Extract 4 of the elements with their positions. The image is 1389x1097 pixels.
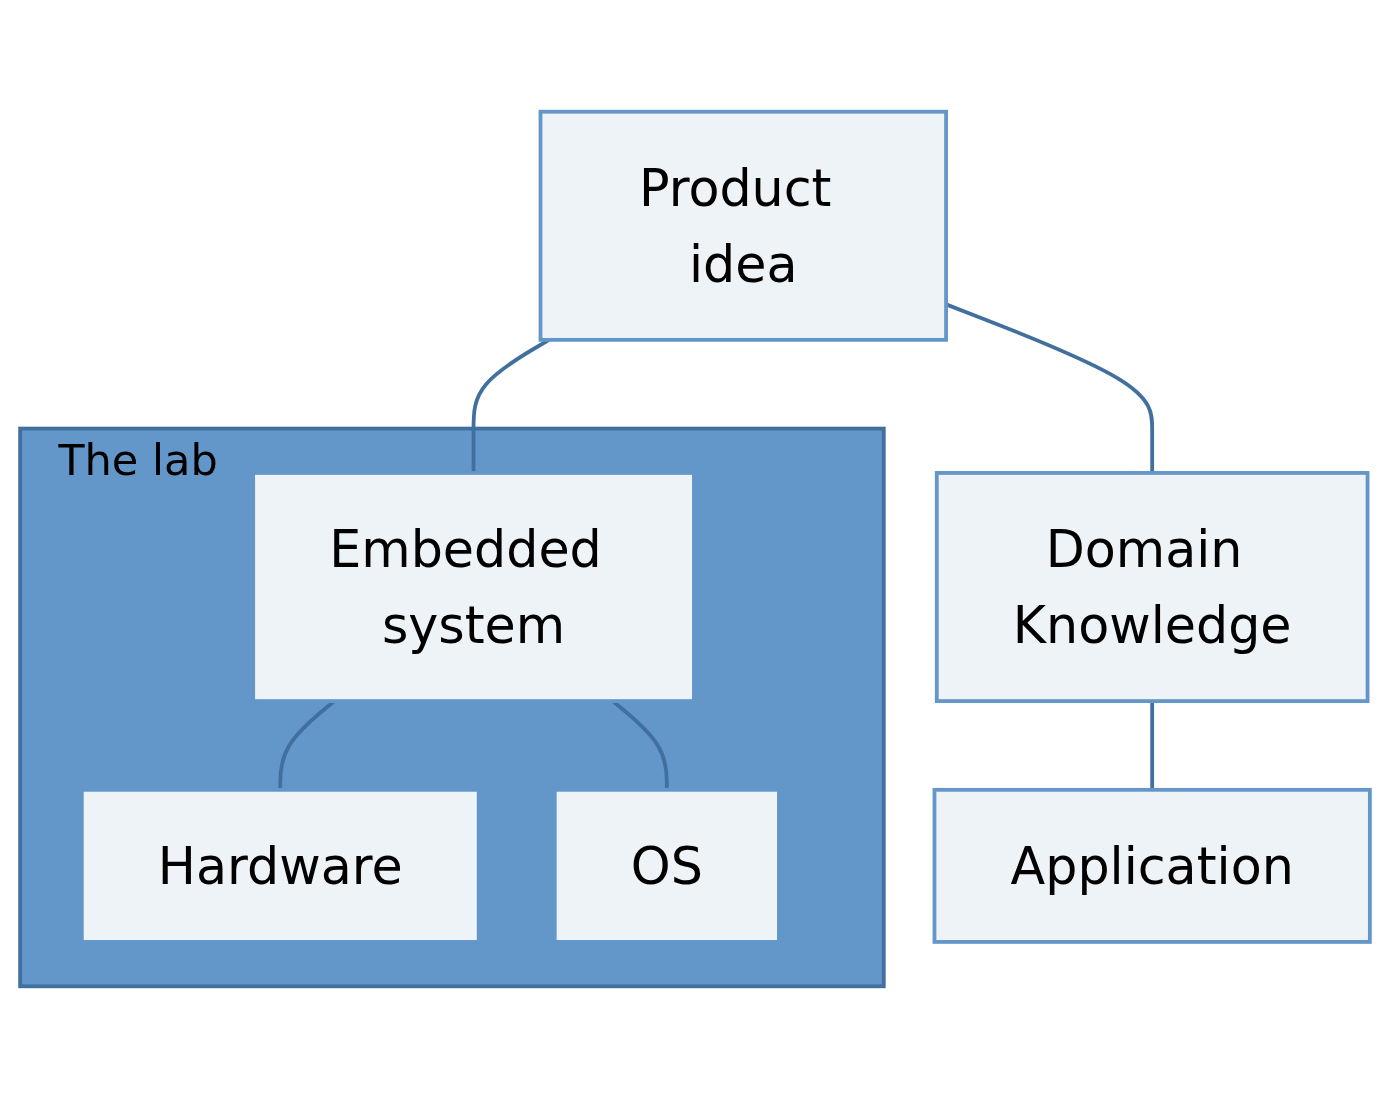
connector <box>1149 700 1154 790</box>
node-box: Product idea <box>538 109 948 342</box>
node-box: Domain Knowledge <box>934 470 1369 703</box>
node-box: Application <box>932 787 1372 944</box>
